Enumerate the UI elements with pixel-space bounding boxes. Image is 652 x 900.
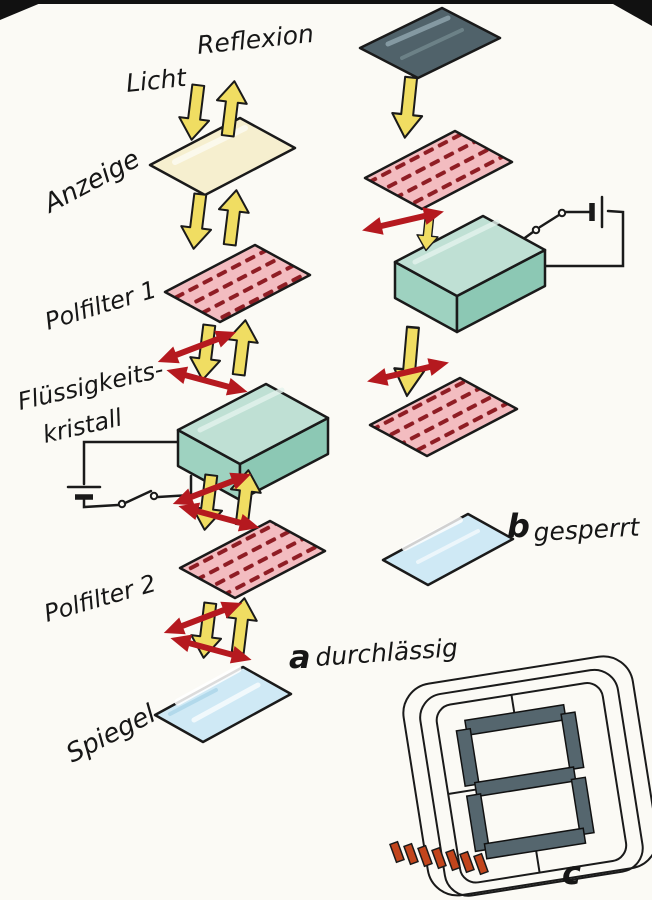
contact-pads (389, 840, 489, 876)
seven-segment-electrode (402, 655, 652, 897)
contact-pad (445, 848, 461, 872)
liquid-crystal-cell (176, 382, 330, 502)
polarizer-2-panel (178, 519, 327, 600)
circuit-wire (82, 496, 120, 509)
switch-contact (557, 208, 567, 218)
segment-a (464, 703, 567, 737)
electrode-trace-outline (402, 655, 652, 897)
switch-contact (117, 499, 127, 509)
switch-contact (149, 491, 159, 501)
electrode-connector (448, 788, 476, 795)
label-variant-b-letter: b (507, 507, 530, 545)
drive-circuit-right (520, 195, 625, 268)
diagram-labels: Licht Reflexion Anzeige Polfilter 1 Flüs… (15, 19, 641, 892)
light-arrow-down (388, 74, 428, 141)
crystal-cell-top-face (176, 382, 330, 466)
contact-pad (389, 840, 405, 864)
segment-b (560, 711, 585, 771)
label-durchlaessig: durchlässig (314, 633, 458, 672)
contact-pad (431, 846, 447, 870)
polarizer-1-panel (163, 243, 312, 324)
contact-pad (417, 844, 433, 868)
segment-e (465, 793, 491, 853)
electrode-trace-outline (419, 668, 644, 897)
label-variant-a-letter: a (289, 638, 311, 676)
crystal-cell-top-face (393, 214, 547, 298)
switch-lever (123, 489, 153, 505)
label-reflexion: Reflexion (196, 19, 316, 60)
electrode-connector (510, 694, 516, 713)
electrode-connector (535, 850, 541, 873)
light-arrow-down (390, 324, 430, 399)
drive-circuit-left (66, 440, 193, 509)
dark-glass-panel (358, 6, 502, 80)
mirror-panel (153, 665, 293, 744)
contact-pad (473, 852, 489, 876)
label-gesperrt: gesperrt (533, 512, 641, 547)
contact-pad (403, 842, 419, 866)
glass-panel-b (381, 512, 515, 587)
light-path-arrows-right (388, 74, 442, 399)
segment-g (473, 766, 577, 798)
label-variant-c-letter: c (562, 854, 581, 892)
segment-c (570, 776, 595, 836)
switch-contact (531, 225, 541, 235)
scan-corner-right (606, 0, 652, 26)
label-licht: Licht (125, 63, 189, 98)
light-arrow-down (177, 191, 217, 252)
light-arrow-up (222, 317, 262, 378)
label-polfilter-2: Polfilter 2 (41, 569, 159, 628)
polarizer-bottom-right-panel (368, 376, 519, 458)
liquid-crystal-cell-b (393, 214, 547, 334)
label-spiegel: Spiegel (62, 699, 162, 770)
label-anzeige: Anzeige (37, 144, 144, 220)
polarizer-top-right-panel (363, 129, 514, 211)
label-fluessigkeits: Flüssigkeits- (15, 355, 166, 416)
segment-f (455, 727, 480, 788)
scan-edge-line (0, 0, 652, 4)
circuit-wire (82, 440, 180, 486)
light-arrow-up (213, 187, 253, 248)
scan-corner-left (0, 0, 48, 20)
electrode-trace-outline (435, 682, 628, 884)
scan-artifacts (0, 0, 652, 26)
contact-pad (459, 850, 475, 874)
segment-d (483, 827, 587, 860)
label-polfilter-1: Polfilter 1 (42, 275, 160, 335)
switch-lever (538, 213, 561, 229)
